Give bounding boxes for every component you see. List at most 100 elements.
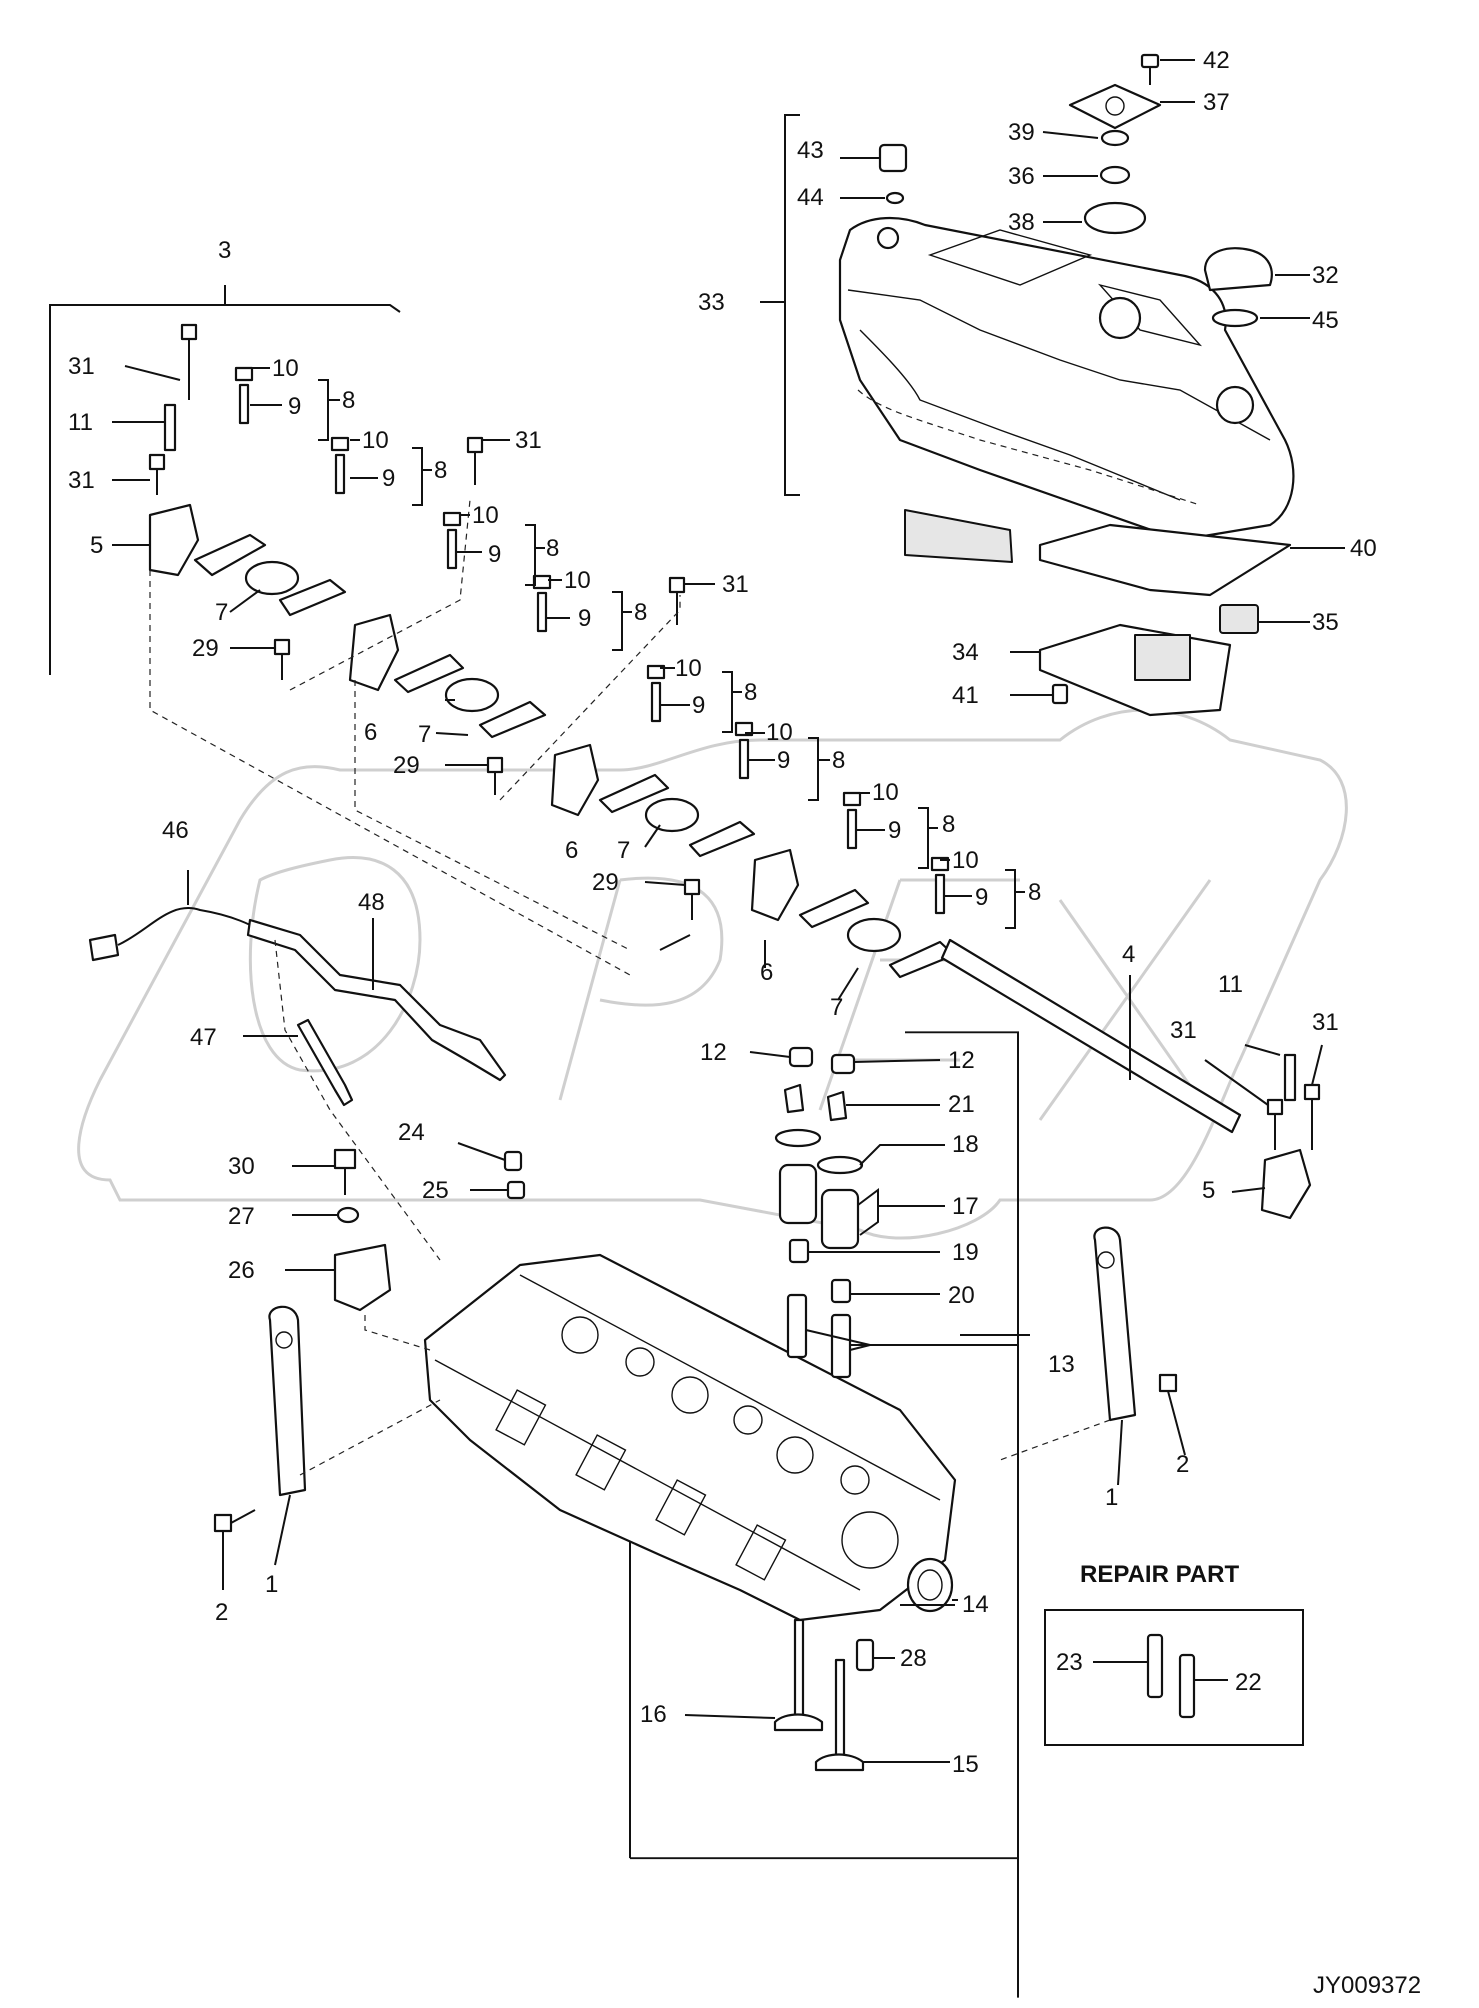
- part-24-cap: [457, 1142, 523, 1172]
- watermark-logo: [77, 708, 1348, 1240]
- rocker-leader-lines: [112, 365, 1323, 1193]
- callout-labels: 42 37 39 43 36 44 38 3 32 33 45 31 10 8 …: [68, 47, 1377, 1778]
- callout-31-d: 31: [722, 571, 749, 598]
- callout-8-d: 8: [634, 599, 647, 626]
- part-28-dowel: [855, 1638, 895, 1672]
- part-47-glow-plug: [296, 1018, 354, 1107]
- callout-7-c: 7: [617, 837, 630, 864]
- callout-8-e: 8: [744, 679, 757, 706]
- callout-35: 35: [1312, 609, 1339, 636]
- part-21-keepers: [783, 1083, 940, 1122]
- part-27-nut: [292, 1206, 360, 1224]
- callout-4: 4: [1122, 941, 1135, 968]
- part-44-oring: [840, 191, 905, 205]
- callout-44: 44: [797, 184, 824, 211]
- callout-2-b: 2: [1176, 1451, 1189, 1478]
- part-14-seal: [906, 1557, 958, 1613]
- callout-3: 3: [218, 237, 231, 264]
- callout-15: 15: [952, 1751, 979, 1778]
- part-19-seal: [788, 1238, 940, 1264]
- callout-16: 16: [640, 1701, 667, 1728]
- part-20-seal: [830, 1278, 940, 1304]
- callout-7-d: 7: [830, 994, 843, 1021]
- part-43-plug: [840, 143, 908, 173]
- part-6-support-a: [348, 613, 400, 692]
- rocker-assembly: [148, 323, 1321, 1220]
- repair-part-title: REPAIR PART: [1080, 1561, 1239, 1588]
- part-40-gasket: [1038, 523, 1345, 597]
- callout-30: 30: [228, 1153, 255, 1180]
- callout-6-a: 6: [364, 719, 377, 746]
- callout-8-h: 8: [1028, 879, 1041, 906]
- callout-43: 43: [797, 137, 824, 164]
- callout-6-b: 6: [565, 837, 578, 864]
- callout-8-f: 8: [832, 747, 845, 774]
- callout-10-e: 10: [675, 655, 702, 682]
- part-34-baffle: [1010, 623, 1232, 717]
- callout-9-c: 9: [488, 541, 501, 568]
- callout-5-a: 5: [90, 532, 103, 559]
- callout-23: 23: [1056, 1649, 1083, 1676]
- callout-31-b: 31: [515, 427, 542, 454]
- callout-8-c: 8: [546, 535, 559, 562]
- part-16-valve: [684, 1618, 824, 1732]
- part-22-guide: [1178, 1653, 1196, 1719]
- callout-29-b: 29: [393, 752, 420, 779]
- connector: [88, 933, 120, 962]
- callout-9-e: 9: [692, 692, 705, 719]
- callout-10-c: 10: [472, 502, 499, 529]
- callout-1-b: 1: [1105, 1484, 1118, 1511]
- callout-9-a: 9: [288, 393, 301, 420]
- sealant-tube: [904, 509, 1013, 563]
- part-38-diaphragm: [1043, 201, 1147, 235]
- callout-10-g: 10: [872, 779, 899, 806]
- callout-6-c: 6: [760, 959, 773, 986]
- callout-41: 41: [952, 682, 979, 709]
- callout-37: 37: [1203, 89, 1230, 116]
- part-5-support-left: [148, 503, 200, 577]
- callout-9-g: 9: [888, 817, 901, 844]
- callout-36: 36: [1008, 163, 1035, 190]
- part-48-bus-bar: [246, 918, 507, 1082]
- callout-5-b: 5: [1202, 1177, 1215, 1204]
- callout-10-b: 10: [362, 427, 389, 454]
- part-25-cap: [470, 1180, 526, 1200]
- callout-42: 42: [1203, 47, 1230, 74]
- cylinder-head: [423, 1253, 957, 1622]
- part-42-bolt: [1140, 53, 1195, 85]
- rocker-bolts: [148, 323, 1321, 1150]
- part-2-bolts: [213, 1373, 1186, 1590]
- callout-21: 21: [948, 1091, 975, 1118]
- head-ports: [495, 1389, 787, 1581]
- repair-part-box: REPAIR PART: [1044, 1561, 1304, 1746]
- callout-46: 46: [162, 817, 189, 844]
- callout-9-f: 9: [777, 747, 790, 774]
- callout-19: 19: [952, 1239, 979, 1266]
- part-18-retainers: [774, 1128, 945, 1175]
- callout-8-a: 8: [342, 387, 355, 414]
- part-17-valve-springs: [778, 1163, 945, 1250]
- callout-17: 17: [952, 1193, 979, 1220]
- callout-25: 25: [422, 1177, 449, 1204]
- callout-10-f: 10: [766, 719, 793, 746]
- callout-29-a: 29: [192, 635, 219, 662]
- callout-38: 38: [1008, 209, 1035, 236]
- callout-33: 33: [698, 289, 725, 316]
- callout-26: 26: [228, 1257, 255, 1284]
- part-45-gasket: [1211, 308, 1310, 328]
- callout-8-g: 8: [942, 811, 955, 838]
- head-bores: [561, 1316, 899, 1569]
- callout-9-b: 9: [382, 465, 395, 492]
- part-23-guide: [1146, 1633, 1164, 1699]
- callout-29-c: 29: [592, 869, 619, 896]
- callout-9-d: 9: [578, 605, 591, 632]
- callout-10-d: 10: [564, 567, 591, 594]
- part-35-block: [1219, 604, 1310, 634]
- callout-40: 40: [1350, 535, 1377, 562]
- callout-14: 14: [962, 1591, 989, 1618]
- callout-11-b: 11: [1218, 971, 1243, 998]
- part-39-ring: [1042, 129, 1130, 147]
- part-1-lifting-eye-left: [268, 1305, 441, 1566]
- callout-13: 13: [1048, 1351, 1075, 1378]
